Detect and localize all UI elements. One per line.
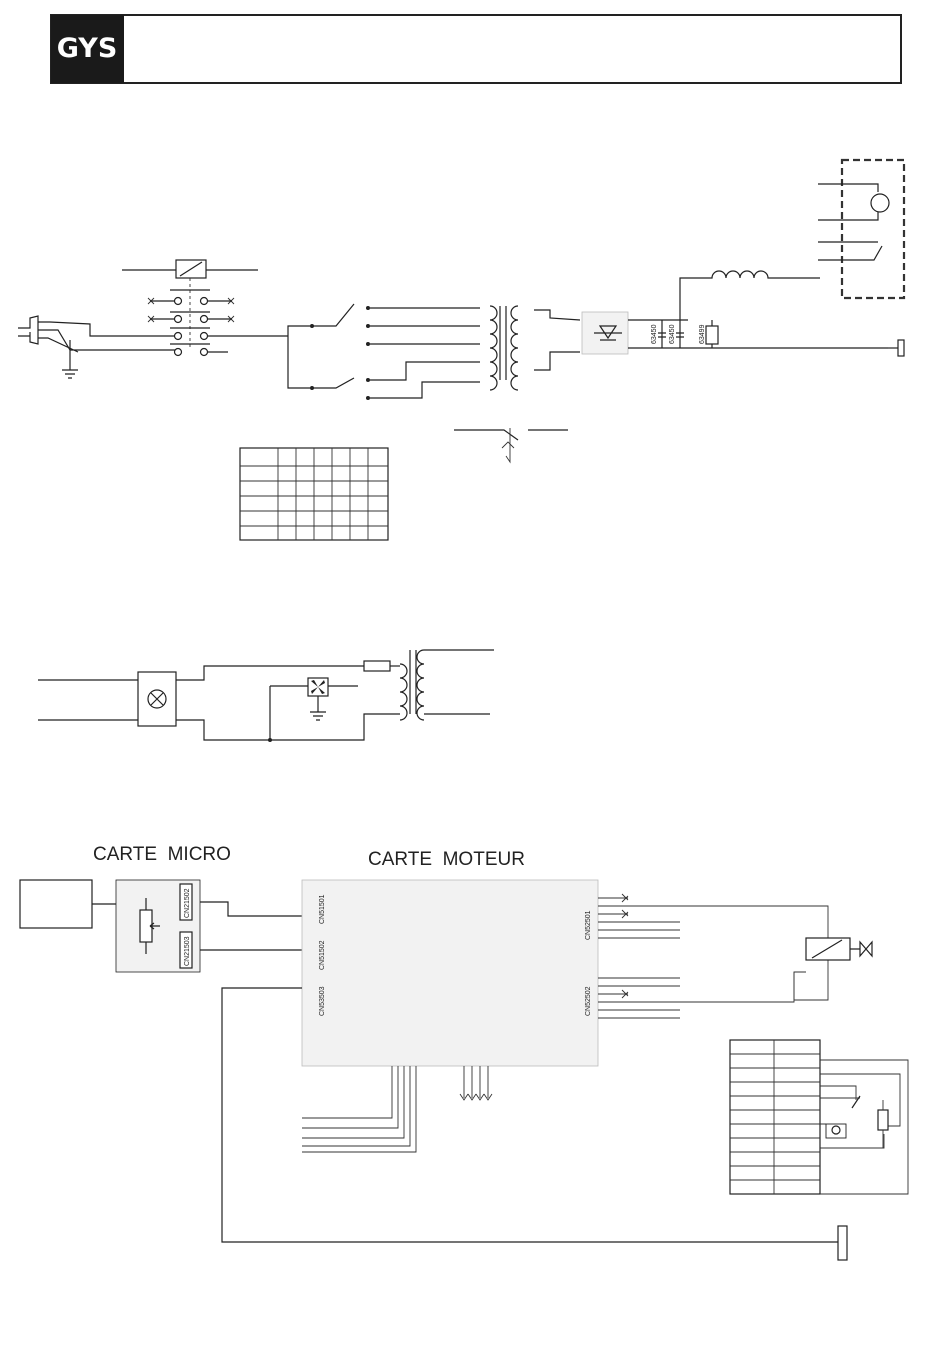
cn53503-label: CN53503 [319, 986, 326, 1016]
power-circuit: 63450 63450 63499 [18, 160, 904, 540]
fuse-icon [364, 661, 400, 671]
micro-board: CN21502 CN21503 [116, 880, 200, 972]
wire-feed-box [818, 160, 904, 298]
display-block [20, 880, 92, 928]
motor-icon [871, 194, 889, 212]
inductor-icon [680, 271, 820, 320]
terminal-table [730, 1040, 908, 1194]
contactor-coil-icon [122, 260, 258, 348]
cn21503-label: CN21503 [184, 936, 191, 966]
trigger-connector-icon [838, 1226, 847, 1260]
lamp-switch-icon [138, 672, 176, 726]
main-transformer-icon [490, 306, 580, 390]
voltage-selector [288, 304, 480, 400]
cn21502-label: CN21502 [184, 888, 191, 918]
cn52502-label: CN52502 [585, 986, 592, 1016]
motor-board-output-wires [598, 894, 828, 1018]
ground-icon [310, 712, 326, 720]
rectifier-bridge-icon [582, 312, 628, 354]
cn52501-label: CN52501 [585, 910, 592, 940]
capacitor-2-label: 63450 [669, 324, 676, 344]
cn51502-label: CN51502 [319, 940, 326, 970]
solenoid-valve-icon [806, 938, 872, 960]
cn51501-label: CN51501 [319, 894, 326, 924]
carte-micro-title: CARTE MICRO [93, 844, 231, 865]
main-contacts [148, 290, 288, 356]
auxiliary-circuit [38, 650, 494, 742]
carte-moteur-title: CARTE MOTEUR [368, 849, 525, 870]
header-banner: GYS [51, 15, 901, 83]
fan-icon [270, 678, 358, 740]
torch-connector-icon [888, 340, 904, 356]
logo-text: GYS [57, 33, 118, 64]
thermal-switch-icon [454, 428, 568, 462]
voltage-table [240, 448, 388, 540]
motor-board: CN51501 CN51502 CN53503 CN52501 CN52502 [302, 880, 598, 1066]
motor-board-bottom-wires [302, 1066, 492, 1152]
capacitor-1-label: 63450 [651, 324, 658, 344]
plug-icon [18, 316, 180, 352]
control-boards: CARTE MICRO CARTE MOTEUR CN21502 CN21503… [20, 844, 908, 1260]
resistor-label: 63499 [699, 324, 706, 344]
aux-transformer-icon [400, 650, 494, 720]
output-filter: 63450 63450 63499 [628, 320, 888, 348]
